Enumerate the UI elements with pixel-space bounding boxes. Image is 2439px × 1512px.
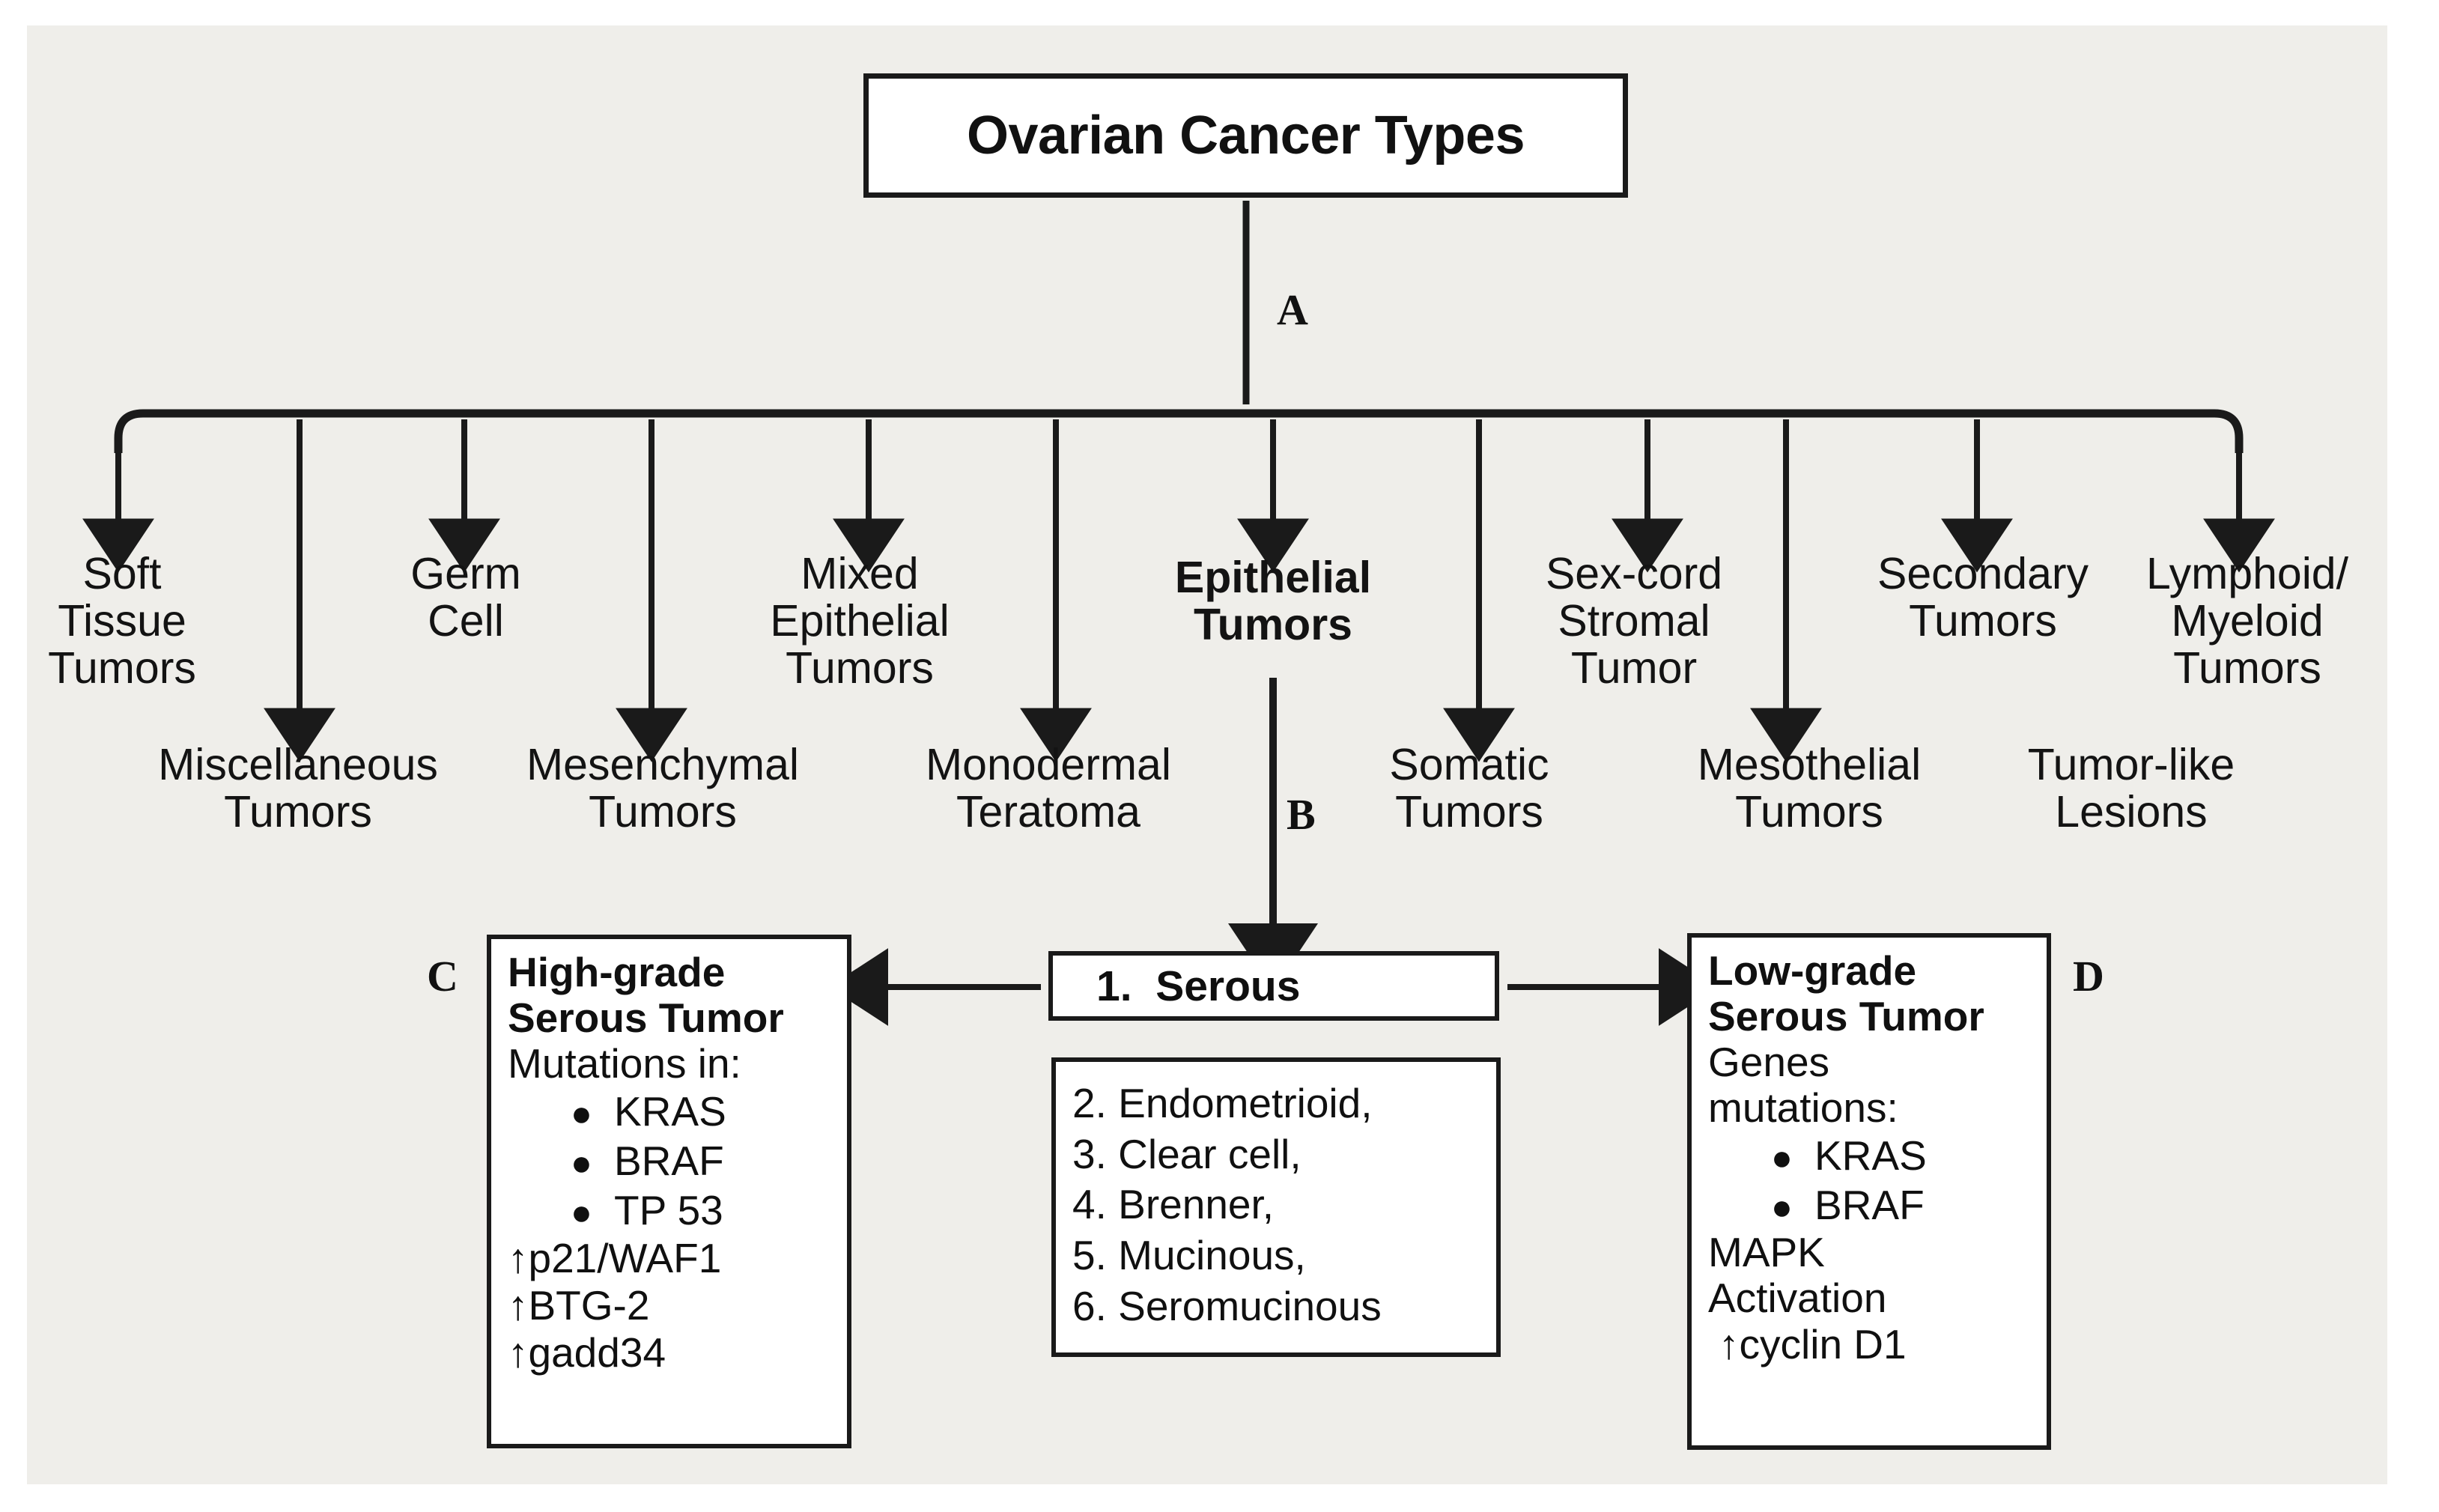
branch-label-mesenchymal-tumors: Mesenchymal Tumors [526,740,799,837]
branch-label-somatic-tumors: Somatic Tumors [1389,740,1549,837]
list-item: ● TP 53 [508,1185,830,1235]
bullet-icon: ● [1771,1188,1793,1228]
low-grade-title: Low-grade Serous Tumor [1708,947,1984,1040]
list-item: 4. Brenner, [1072,1181,1275,1228]
branch-label-germ-cell: Germ Cell [410,549,521,646]
list-item: ● BRAF [508,1136,830,1185]
list-item: ● KRAS [1708,1131,2030,1180]
low-grade-upreg-cyclin-d1: ↑cyclin D1 [1719,1321,1907,1368]
low-grade-bullet-braf: BRAF [1814,1182,1925,1229]
low-grade-pathway: MAPK Activation [1708,1229,1887,1322]
low-grade-bullet-kras: KRAS [1814,1132,1927,1179]
marker-a: A [1277,285,1308,334]
branch-label-mixed-epithelial-tumors: Mixed Epithelial Tumors [770,549,950,693]
marker-b: B [1287,790,1316,839]
low-grade-serous-tumor-box: Low-grade Serous Tumor Genes mutations: … [1687,933,2051,1450]
bullet-icon: ● [571,1144,592,1184]
branch-label-lymphoid-myeloid-tumors: Lymphoid/ Myeloid Tumors [2145,549,2349,693]
list-item: 2. Endometrioid, [1072,1080,1373,1126]
high-grade-upreg-p21: ↑p21/WAF1 [508,1235,722,1282]
branch-label-soft-tissue-tumors: Soft Tissue Tumors [48,549,196,693]
branch-label-secondary-tumors: Secondary Tumors [1877,549,2089,646]
high-grade-bullet-kras: KRAS [614,1088,726,1135]
branch-label-mesothelial-tumors: Mesothelial Tumors [1697,740,1922,837]
list-item: 5. Mucinous, [1072,1231,1306,1278]
list-item: ● BRAF [1708,1180,2030,1230]
low-grade-subtitle: Genes mutations: [1708,1039,1898,1132]
marker-d: D [2073,952,2104,1001]
list-item: ● KRAS [508,1087,830,1136]
high-grade-serous-tumor-box: High-grade Serous Tumor Mutations in: ● … [487,935,851,1448]
title-box: Ovarian Cancer Types [863,73,1628,198]
marker-c: C [427,952,458,1001]
serous-label: 1. Serous [1096,962,1301,1010]
high-grade-bullet-tp53: TP 53 [614,1187,723,1234]
high-grade-title: High-grade Serous Tumor [508,949,784,1042]
high-grade-upreg-btg2: ↑BTG-2 [508,1281,650,1329]
bullet-icon: ● [571,1193,592,1233]
serous-box: 1. Serous [1048,951,1499,1021]
list-item: 3. Clear cell, [1072,1130,1301,1177]
page-title: Ovarian Cancer Types [966,106,1525,166]
epithelial-subtypes-box: 2. Endometrioid, 3. Clear cell, 4. Brenn… [1051,1057,1501,1357]
branch-label-miscellaneous-tumors: Miscellaneous Tumors [158,740,438,837]
branch-label-epithelial-tumors: Epithelial Tumors [1174,553,1372,650]
bullet-icon: ● [1771,1138,1793,1179]
branch-label-sex-cord-stromal-tumor: Sex-cord Stromal Tumor [1545,549,1723,693]
bullet-icon: ● [571,1094,592,1135]
list-item: 6. Seromucinous [1072,1282,1382,1329]
branch-label-tumor-like-lesions: Tumor-like Lesions [2027,740,2235,837]
branch-label-monodermal-teratoma: Monodermal Teratoma [926,740,1171,837]
high-grade-upreg-gadd34: ↑gadd34 [508,1329,666,1376]
high-grade-bullet-braf: BRAF [614,1138,724,1185]
high-grade-subtitle: Mutations in: [508,1040,741,1087]
